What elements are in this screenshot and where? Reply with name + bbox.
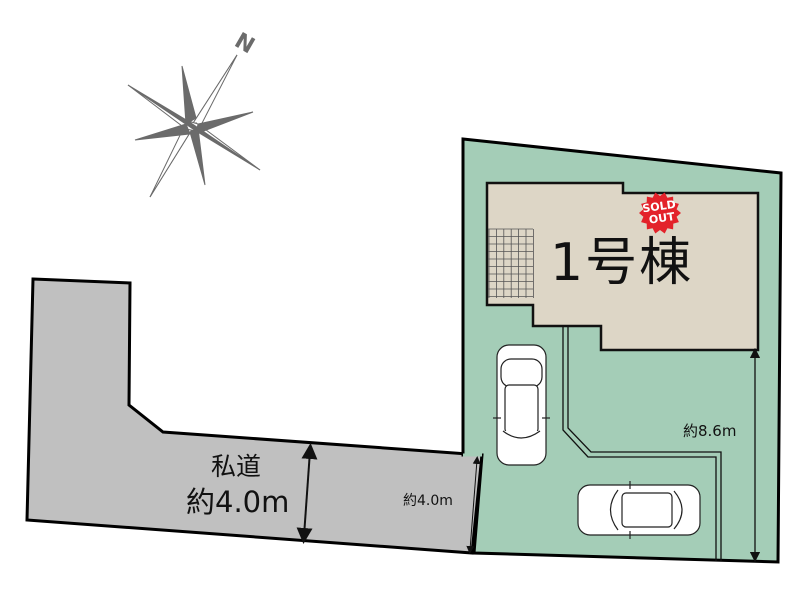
north-label: N xyxy=(230,28,258,59)
fence-line xyxy=(562,326,717,561)
road-width-arrow xyxy=(296,443,318,544)
sold-out-line1: SOLD xyxy=(642,198,677,216)
sold-out-badge: SOLD OUT xyxy=(639,192,681,234)
building-label: 1号棟 xyxy=(550,233,694,293)
car-icon xyxy=(577,481,701,539)
depth-dimension-label: 約8.6m xyxy=(683,422,737,440)
compass-rose-icon xyxy=(127,54,261,198)
road-name: 私道 xyxy=(211,452,262,481)
frontage-width-arrow xyxy=(466,456,481,554)
deck-grid xyxy=(488,228,534,298)
building-1 xyxy=(485,181,760,352)
frontage-width-label: 約4.0m xyxy=(403,493,453,509)
sold-out-line2: OUT xyxy=(648,210,676,227)
road-width-label: 約4.0m xyxy=(186,485,290,519)
car-icon xyxy=(493,344,550,466)
private-road xyxy=(25,277,484,555)
